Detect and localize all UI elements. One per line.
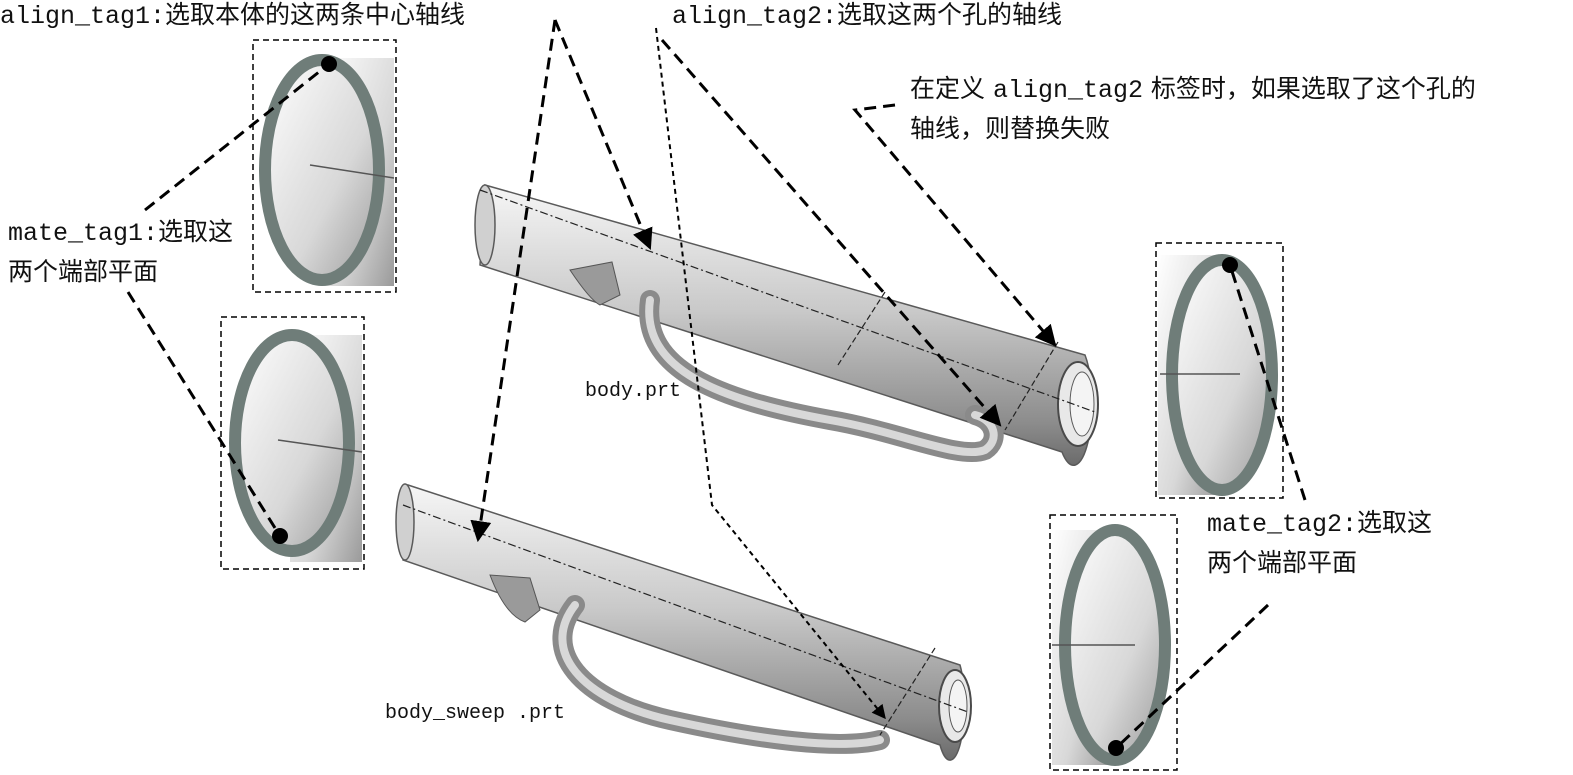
- label-mate-tag1-code: mate_tag1:: [8, 219, 159, 248]
- leader-note-to-body-hole-2: [852, 103, 1057, 347]
- inset-end-face-right-bottom: [1049, 514, 1178, 771]
- body-bracket-shape: [569, 261, 621, 306]
- label-mate-tag1: mate_tag1:选取这 两个端部平面: [8, 213, 233, 291]
- label-note: 在定义 align_tag2 标签时，如果选取了这个孔的 轴线，则替换失败: [910, 70, 1476, 148]
- leader-mate-tag1-top: [144, 62, 330, 212]
- inset-end-face-left-lower: [220, 316, 365, 570]
- label-mate-tag1-line1: mate_tag1:选取这: [8, 213, 233, 253]
- label-note-line1-pre: 在定义: [910, 74, 993, 103]
- body-hole-axis-2: [1004, 341, 1059, 431]
- body-handle-shape: [639, 290, 1004, 463]
- leader-mate-tag2-top: [1228, 264, 1307, 501]
- leader-align-tag2-to-body-hole-1: [660, 39, 1002, 427]
- inset-end-face-top-left: [252, 39, 397, 293]
- label-mate-tag1-text1: 选取这: [158, 217, 234, 246]
- label-align-tag2-code: align_tag2:: [672, 2, 838, 31]
- label-mate-tag2: mate_tag2:选取这 两个端部平面: [1207, 504, 1432, 582]
- leader-mate-tag2-bottom: [1114, 603, 1270, 750]
- leader-align-tag1-to-sweep: [470, 19, 557, 543]
- label-note-line1-code: align_tag2: [992, 76, 1143, 105]
- label-align-tag1-code: align_tag1:: [0, 2, 166, 31]
- label-mate-tag2-line2: 两个端部平面: [1207, 548, 1358, 577]
- label-note-line2: 轴线，则替换失败: [910, 114, 1111, 143]
- leader-align-tag2-to-sweep-hole: [655, 27, 886, 720]
- label-align-tag2: align_tag2:选取这两个孔的轴线: [672, 0, 1062, 36]
- sweep-tube-shape: [395, 483, 972, 761]
- label-mate-tag2-code: mate_tag2:: [1207, 510, 1358, 539]
- body-part-model: [474, 184, 1099, 467]
- leader-align-tag1-to-body: [553, 19, 653, 250]
- label-note-line1-post: 标签时，如果选取了这个孔的: [1142, 74, 1476, 103]
- label-mate-tag2-text1: 选取这: [1357, 508, 1433, 537]
- label-mate-tag2-line1: mate_tag2:选取这: [1207, 504, 1432, 544]
- label-mate-tag1-line2: 两个端部平面: [8, 257, 159, 286]
- body-center-axis: [479, 189, 1096, 413]
- leader-mate-tag1-bottom: [126, 291, 282, 537]
- sweep-handle-shape: [552, 595, 890, 754]
- sweep-center-axis: [402, 504, 969, 713]
- leader-lines: [126, 19, 1307, 750]
- sweep-hole-axis: [879, 647, 936, 736]
- label-align-tag1: align_tag1:选取本体的这两条中心轴线: [0, 0, 465, 36]
- body-sweep-part-model: [395, 483, 972, 761]
- label-note-line1: 在定义 align_tag2 标签时，如果选取了这个孔的: [910, 70, 1476, 110]
- label-align-tag2-text: 选取这两个孔的轴线: [837, 0, 1063, 29]
- part-name-body: body.prt: [585, 380, 682, 403]
- part-name-body-sweep: body_sweep .prt: [385, 702, 566, 725]
- body-tube-shape: [474, 184, 1099, 467]
- body-hole-axis-1: [837, 291, 886, 366]
- label-align-tag1-text: 选取本体的这两条中心轴线: [165, 0, 466, 29]
- sweep-bracket-shape: [489, 574, 541, 623]
